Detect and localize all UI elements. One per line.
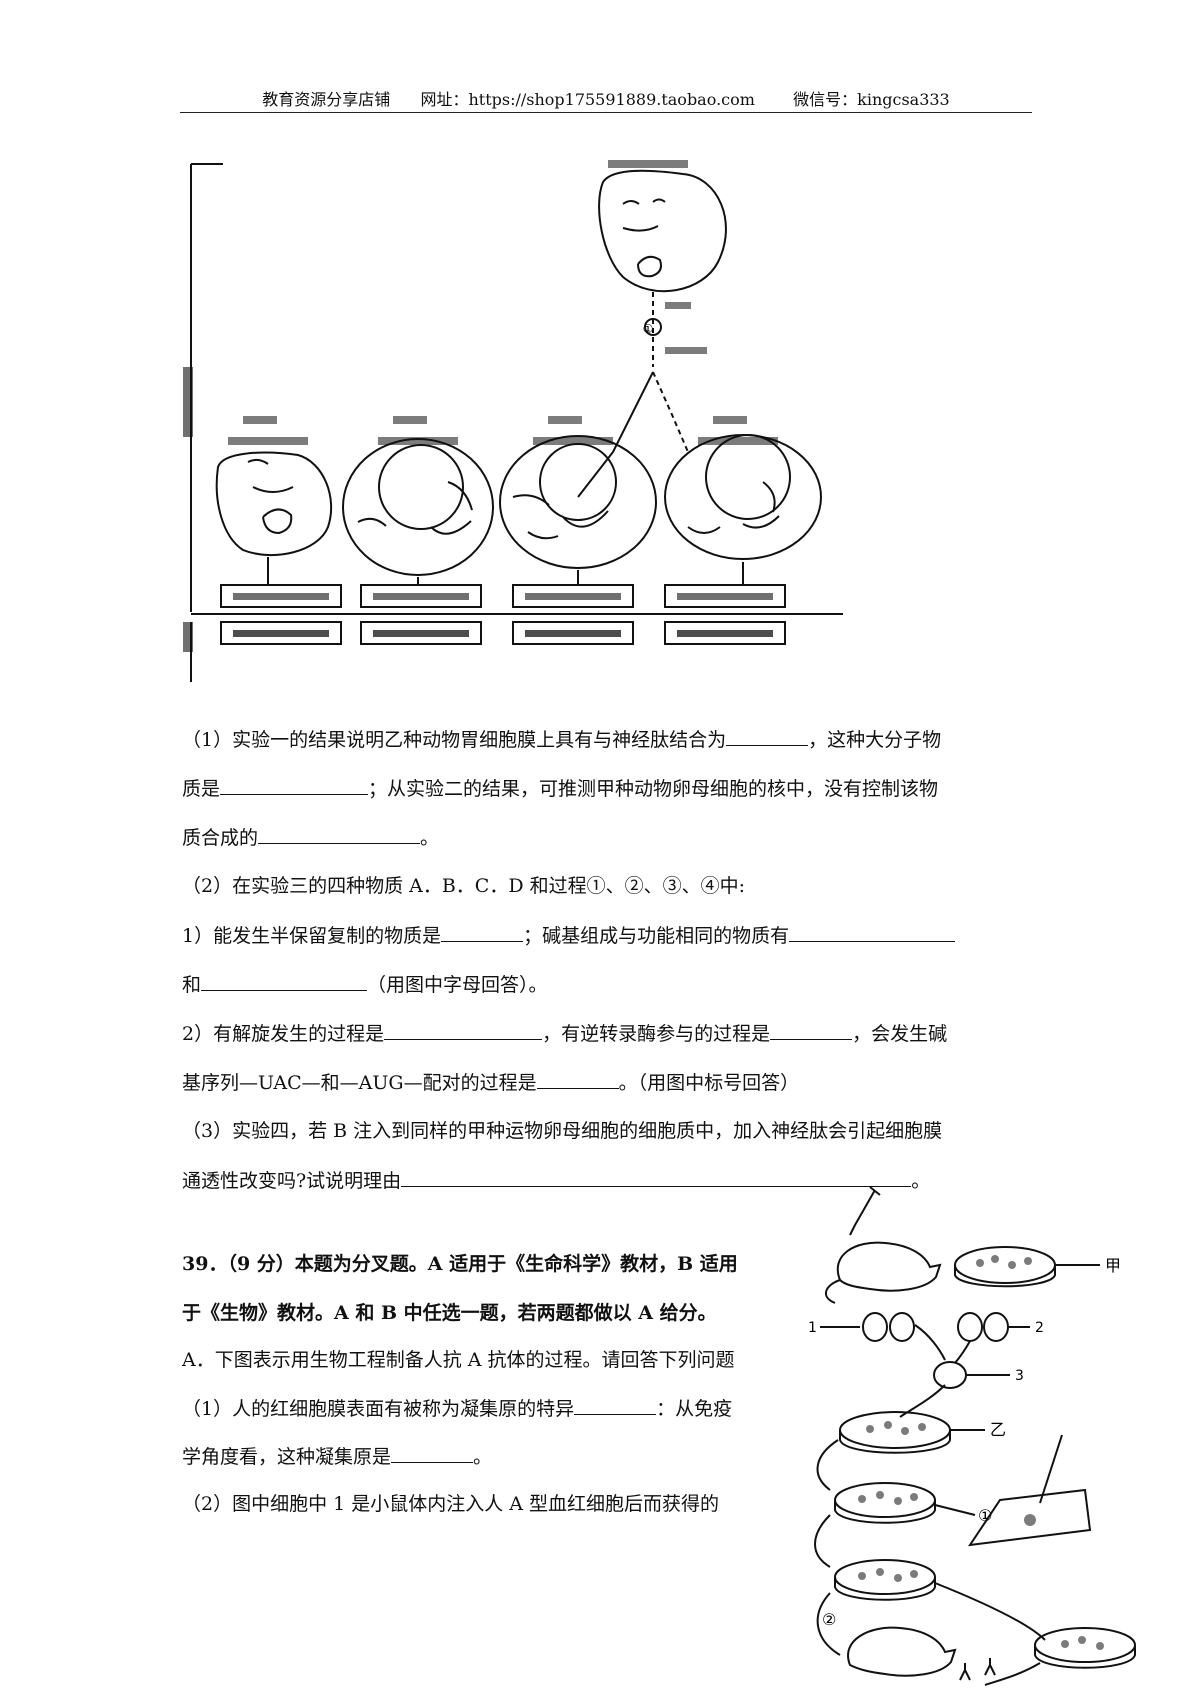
- q38-p2-1-line1: 1）能发生半保留复制的物质是；碱基组成与功能相同的物质有: [182, 921, 1022, 950]
- label-2: 2: [1035, 1320, 1044, 1336]
- header-shop: 教育资源分享店铺: [262, 90, 391, 109]
- antibody-diagram: 甲 1 2 3 乙 ① ②: [808, 1186, 1136, 1686]
- label-yi: 乙: [990, 1420, 1006, 1439]
- q38-p1-line2: 质是；从实验二的结果，可推测甲种动物卵母细胞的核中，没有控制该物: [182, 774, 1022, 803]
- q38-p2-2-line1: 2）有解旋发生的过程是，有逆转录酶参与的过程是，会发生碱: [182, 1019, 1022, 1048]
- header-url: 网址：https://shop175591889.taobao.com: [420, 90, 755, 109]
- q38-p3-line2: 通透性改变吗?试说明理由。: [182, 1166, 1022, 1195]
- answer-blank[interactable]: [770, 1019, 853, 1040]
- header-wechat: 微信号：kingcsa333: [793, 90, 950, 109]
- q39-p2: （2）图中细胞中 1 是小鼠体内注入人 A 型血红细胞后而获得的: [182, 1493, 720, 1515]
- answer-blank[interactable]: [441, 921, 524, 942]
- answer-blank[interactable]: [391, 1442, 474, 1463]
- label-step-1: ①: [978, 1506, 992, 1525]
- answer-blank[interactable]: [574, 1394, 657, 1415]
- experiment-diagram: ①: [183, 160, 843, 682]
- q38-p2-2-line2: 基序列—UAC—和—AUG—配对的过程是。（用图中标号回答）: [182, 1068, 1022, 1097]
- q39-intro: A．下图表示用生物工程制备人抗 A 抗体的过程。请回答下列问题: [182, 1349, 735, 1371]
- answer-blank[interactable]: [789, 921, 956, 942]
- answer-blank[interactable]: [401, 1166, 912, 1187]
- label-jia: 甲: [1105, 1256, 1121, 1275]
- answer-blank[interactable]: [258, 823, 421, 844]
- q39-p1-line2: 学角度看，这种凝集原是。: [182, 1442, 782, 1471]
- q39-p1-line1: （1）人的红细胞膜表面有被称为凝集原的特异：从免疫: [182, 1394, 782, 1423]
- q39-title-line2: 于《生物》教材。A 和 B 中任选一题，若两题都做以 A 给分。: [182, 1302, 717, 1324]
- q38-p1-line1: （1）实验一的结果说明乙种动物胃细胞膜上具有与神经肽结合为，这种大分子物: [182, 725, 1022, 754]
- q38-p2: （2）在实验三的四种物质 A．B．C．D 和过程①、②、③、④中:: [182, 875, 746, 897]
- answer-blank[interactable]: [201, 970, 368, 991]
- label-1: 1: [808, 1320, 817, 1336]
- answer-blank[interactable]: [384, 1019, 543, 1040]
- q38-p2-1-line2: 和（用图中字母回答）。: [182, 970, 1022, 999]
- answer-blank[interactable]: [220, 774, 369, 795]
- label-3: 3: [1015, 1368, 1024, 1384]
- q38-p1-line3: 质合成的。: [182, 823, 1022, 852]
- q39-title-line1: 39．（9 分）本题为分叉题。A 适用于《生命科学》教材，B 适用: [182, 1253, 738, 1275]
- q38-p3-line1: （3）实验四，若 B 注入到同样的甲种运物卵母细胞的细胞质中，加入神经肽会引起细…: [182, 1120, 943, 1142]
- page-header: 教育资源分享店铺 网址：https://shop175591889.taobao…: [180, 86, 1032, 113]
- step-label: ①: [643, 322, 654, 336]
- answer-blank[interactable]: [726, 725, 809, 746]
- answer-blank[interactable]: [536, 1068, 619, 1089]
- label-step-2: ②: [822, 1610, 836, 1629]
